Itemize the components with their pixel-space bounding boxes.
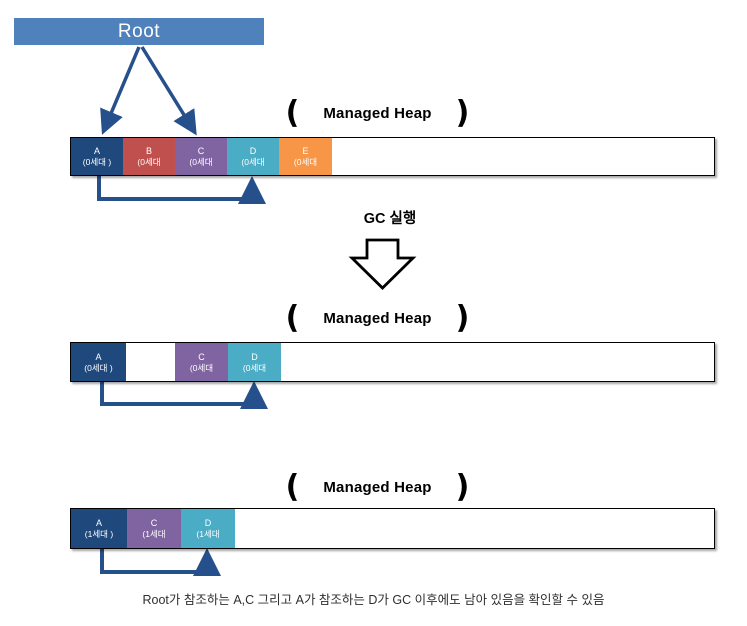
block-name: A: [95, 351, 102, 362]
a-to-d-arrow-heap2: [100, 381, 268, 409]
block-generation: (0세대: [189, 157, 213, 167]
heap-bar-2: A (0세대 ) C (0세대 D (0세대: [70, 342, 715, 382]
a-to-d-arrow-heap1: [97, 176, 266, 204]
block-generation: (1세대: [196, 529, 220, 539]
block-generation: (0세대 ): [84, 362, 113, 373]
heap3-block-D: D (1세대: [181, 509, 235, 548]
block-generation: (0세대: [189, 362, 214, 373]
heap-title-text: Managed Heap: [323, 309, 432, 327]
right-bracket: ): [455, 299, 470, 336]
heap1-block-E: E (0세대: [279, 138, 332, 175]
block-generation: (0세대: [137, 157, 161, 167]
heap-title-text: Managed Heap: [323, 478, 432, 496]
block-name: C: [198, 351, 205, 362]
block-name: C: [197, 146, 205, 156]
heap3-block-A: A (1세대 ): [71, 509, 127, 548]
block-name: E: [302, 146, 309, 156]
heap1-block-B: B (0세대: [123, 138, 175, 175]
block-name: A: [93, 146, 100, 156]
right-bracket: ): [455, 94, 470, 131]
a-to-d-arrow-heap3: [100, 548, 221, 576]
heap-title-1: ( Managed Heap ): [270, 94, 485, 131]
root-to-a-arrow: [100, 46, 141, 135]
heap1-block-C: C (0세대: [175, 138, 227, 175]
heap-bar-3: A (1세대 ) C (1세대 D (1세대: [70, 508, 715, 549]
root-to-c-arrow: [140, 46, 197, 136]
heap1-block-D: D (0세대: [227, 138, 279, 175]
block-name: B: [145, 146, 152, 156]
root-label: Root: [117, 20, 161, 42]
gc-down-arrow: [348, 238, 417, 290]
block-name: D: [204, 518, 212, 528]
heap-title-3: ( Managed Heap ): [270, 468, 485, 505]
block-generation: (1세대 ): [84, 529, 114, 539]
block-generation: (0세대: [242, 362, 267, 373]
block-name: A: [95, 518, 102, 528]
block-generation: (1세대: [142, 529, 166, 539]
block-generation: (0세대 ): [82, 157, 112, 167]
diagram-caption: Root가 참조하는 A,C 그리고 A가 참조하는 D가 GC 이후에도 남아…: [142, 593, 605, 607]
heap-bar-1: A (0세대 ) B (0세대 C (0세대 D (0세대 E (0세대: [70, 137, 715, 176]
heap-title-text: Managed Heap: [323, 104, 432, 122]
heap1-block-A: A (0세대 ): [71, 138, 123, 175]
block-generation: (0세대: [293, 157, 318, 167]
left-bracket: (: [285, 299, 300, 336]
heap2-block-A: A (0세대 ): [71, 343, 126, 381]
heap2-block-C: C (0세대: [175, 343, 228, 381]
left-bracket: (: [285, 468, 300, 505]
block-name: C: [150, 518, 158, 528]
right-bracket: ): [455, 468, 470, 505]
heap2-block-D: D (0세대: [228, 343, 281, 381]
left-bracket: (: [285, 94, 300, 131]
gc-step-label: GC 실행: [363, 211, 417, 227]
block-name: D: [249, 146, 257, 156]
root-box: Root: [14, 18, 264, 45]
heap3-block-C: C (1세대: [127, 509, 181, 548]
block-generation: (0세대: [241, 157, 265, 167]
heap-title-2: ( Managed Heap ): [270, 299, 485, 336]
block-name: D: [251, 351, 258, 362]
